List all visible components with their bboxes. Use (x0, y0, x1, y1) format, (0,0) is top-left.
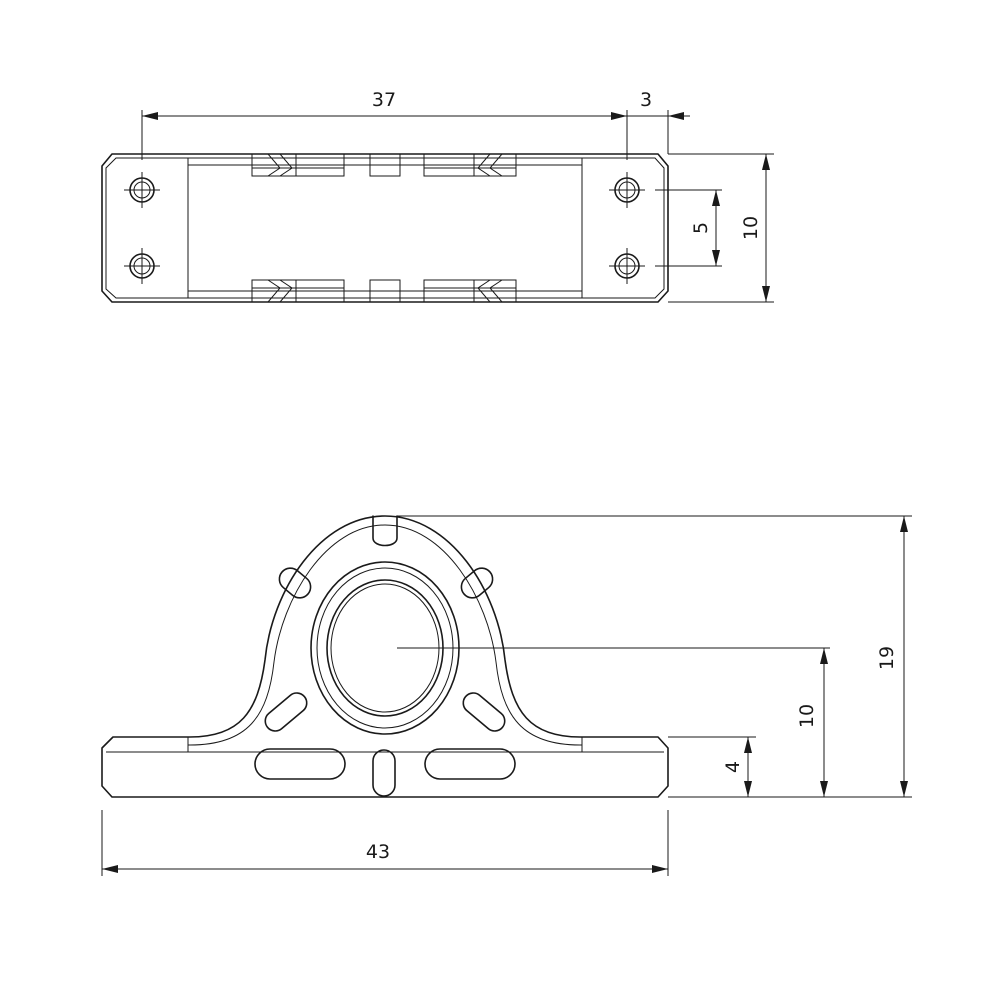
front-view-slot-upper-right (460, 567, 494, 599)
front-view-inner-outline (188, 524, 582, 746)
dim-front-base-thickness: 4 (668, 736, 756, 797)
dim-top-hole-spacing: 5 (655, 189, 722, 267)
dim-front-height: 19 (397, 515, 912, 798)
dim-top-hole-spacing-label: 5 (690, 222, 712, 234)
front-view-slot-base-center (372, 749, 396, 797)
dim-front-height-label: 19 (876, 646, 898, 670)
front-view-outline (101, 515, 669, 798)
dim-front-length-label: 43 (366, 841, 390, 863)
dim-front-bore-center-label: 10 (796, 704, 818, 728)
dim-top-length: 37 (141, 89, 628, 160)
dim-front-length: 43 (101, 810, 669, 876)
front-view-slot-upper-left (278, 567, 312, 599)
top-view-slot-features-bottom (251, 279, 517, 303)
front-view: 19 10 4 43 (101, 515, 912, 876)
front-view-slot-base-right (424, 748, 516, 780)
front-view-slot-lower-right (462, 692, 506, 732)
top-view-inner-outline (105, 157, 665, 299)
dim-front-base-thickness-label: 4 (722, 761, 744, 773)
front-view-top-notch (372, 515, 398, 547)
top-view: 37 3 5 10 (101, 89, 774, 303)
top-view-slot-features-top (251, 153, 517, 177)
front-view-slot-base-left (254, 748, 346, 780)
dim-top-width: 10 (668, 153, 774, 303)
dim-top-width-label: 10 (740, 216, 762, 240)
top-view-outline (101, 153, 669, 303)
top-view-mounting-holes (124, 172, 645, 284)
dim-top-edge-offset: 3 (627, 89, 690, 154)
front-view-slot-lower-left (264, 692, 308, 732)
dim-top-length-label: 37 (372, 89, 396, 111)
dim-top-edge-offset-label: 3 (640, 89, 652, 111)
dim-front-bore-center: 10 (796, 648, 828, 797)
